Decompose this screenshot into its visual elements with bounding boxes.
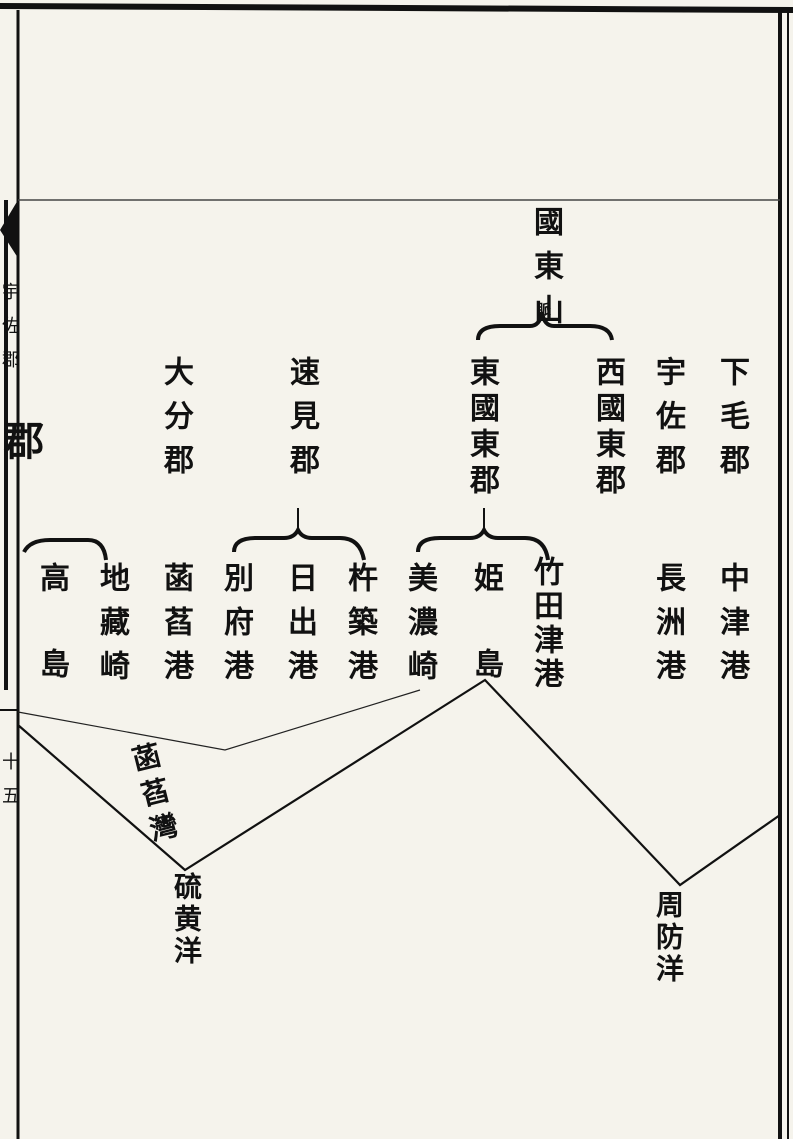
mountain-range-label: 國東山 — [528, 206, 563, 338]
county-nishi-kunisaki: 西國東郡 — [590, 356, 625, 500]
county-hayami: 速見郡 — [284, 356, 319, 488]
page-number: 十五 — [0, 752, 20, 820]
county-oita: 大分郡 — [158, 356, 193, 488]
port-jizosaki: 地藏崎 — [94, 562, 129, 694]
county-usa: 宇佐郡 — [650, 356, 685, 488]
port-nagasu: 長洲港 — [650, 562, 685, 694]
county-shimoge: 下毛郡 — [714, 356, 749, 488]
port-minosaki: 美濃崎 — [402, 562, 437, 694]
sea-suo: 周防洋 — [652, 890, 685, 986]
sea-iou: 硫黄洋 — [170, 872, 203, 968]
port-himeshima: 姫島 — [468, 562, 503, 734]
margin-big-char: 郡 — [0, 420, 44, 460]
county-higashi-kunisaki: 東國東郡 — [464, 356, 499, 500]
port-takashima: 高島 — [34, 562, 69, 734]
port-nakatsu: 中津港 — [714, 562, 749, 694]
port-hiji: 日出港 — [282, 562, 317, 694]
margin-chars: 宇佐郡 — [0, 282, 20, 384]
port-kitsuki: 杵築港 — [342, 562, 377, 694]
port-kantan: 菡萏港 — [158, 562, 193, 694]
port-beppu: 別府港 — [218, 562, 253, 694]
port-takedatsu: 竹田津港 — [528, 556, 563, 692]
mountain-range-note: 脈 — [535, 302, 551, 318]
